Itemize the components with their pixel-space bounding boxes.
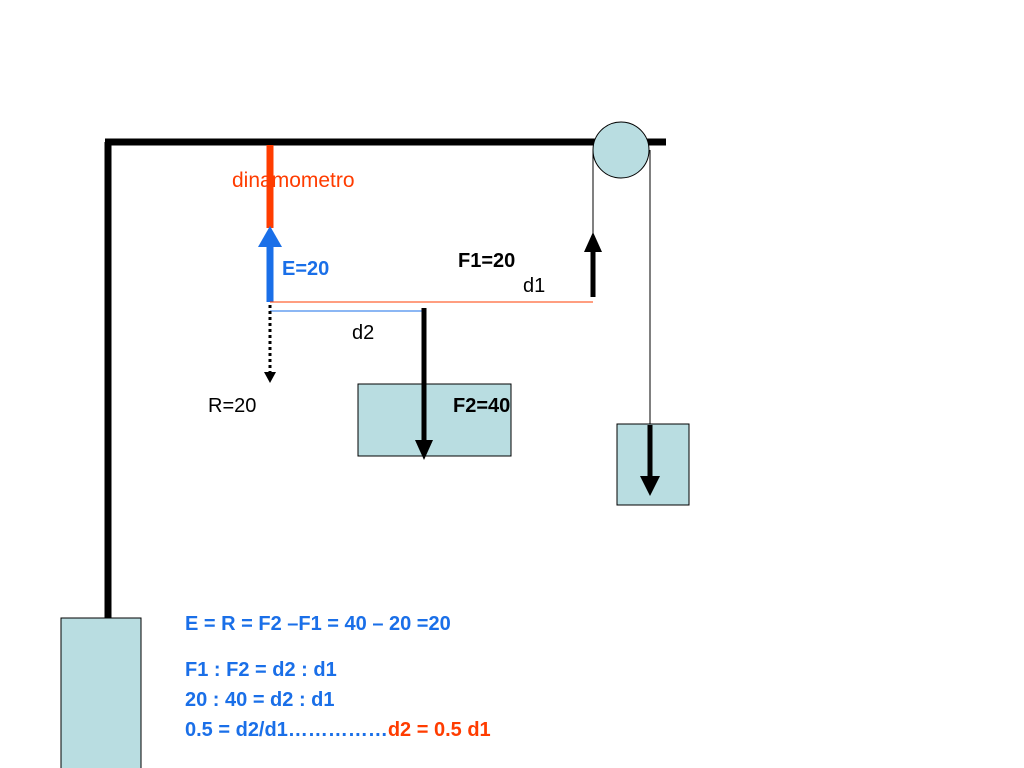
- equation-line-4: 0.5 = d2/d1……………d2 = 0.5 d1: [185, 720, 491, 740]
- d2-label: d2: [352, 322, 375, 344]
- counterweight-block: [616, 423, 690, 506]
- counterweight-arrow-head: [640, 476, 660, 496]
- equation-line-4-highlight: d2 = 0.5 d1: [387, 719, 491, 741]
- e-label: E=20: [282, 258, 330, 280]
- equation-line-2: F1 : F2 = d2 : d1: [185, 659, 337, 681]
- load-block: [357, 383, 512, 457]
- equation-line-3: 20 : 40 = d2 : d1: [185, 689, 335, 711]
- pulley: [592, 121, 650, 179]
- dynamometer-label: dinamometro: [232, 169, 355, 192]
- equation-line-4-main: 0.5 = d2/d1……………: [185, 719, 388, 741]
- r-arrow-head: [264, 372, 276, 383]
- f1-label: F1=20: [458, 250, 516, 272]
- f2-arrow-head: [415, 440, 433, 460]
- r-label: R=20: [208, 395, 257, 417]
- base-block: [60, 617, 142, 768]
- e-arrow-head: [258, 226, 282, 247]
- f2-label: F2=40: [453, 395, 511, 417]
- f1-arrow-head: [584, 232, 602, 252]
- d1-label: d1: [523, 275, 546, 297]
- equation-line-1: E = R = F2 –F1 = 40 – 20 =20: [185, 613, 451, 635]
